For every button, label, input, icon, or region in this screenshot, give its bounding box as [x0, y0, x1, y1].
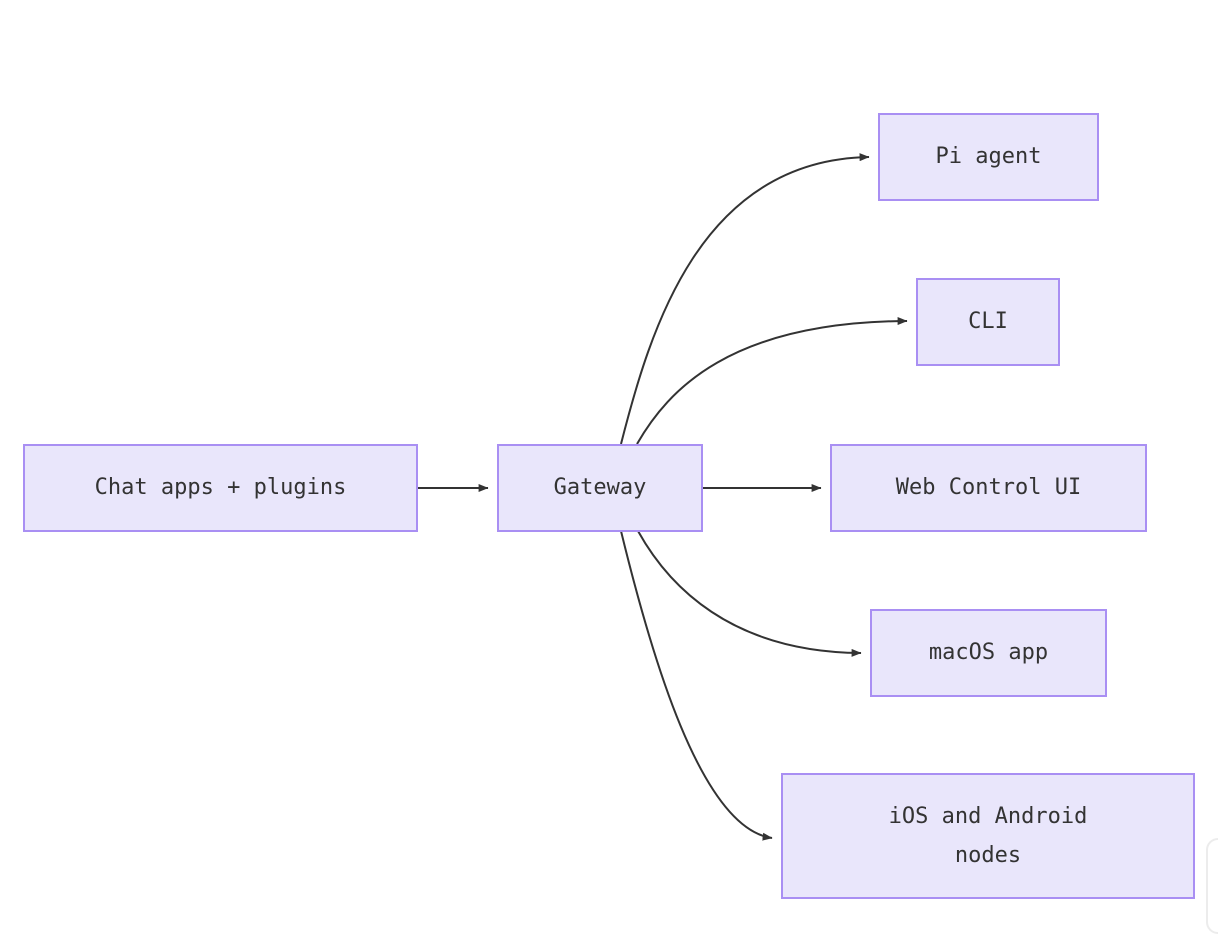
node-mobile-nodes[interactable]: iOS and Android nodes	[781, 773, 1195, 899]
node-macos-app-label: macOS app	[928, 640, 1049, 666]
edge-gateway-to-pi-agent	[620, 153, 870, 445]
node-web-control-ui[interactable]: Web Control UI	[830, 444, 1147, 532]
clipped-floating-panel[interactable]	[1206, 838, 1218, 934]
node-pi-agent[interactable]: Pi agent	[878, 113, 1099, 201]
node-chat-apps[interactable]: Chat apps + plugins	[23, 444, 418, 532]
node-chat-apps-label: Chat apps + plugins	[94, 475, 347, 501]
node-cli[interactable]: CLI	[916, 278, 1060, 366]
node-pi-agent-label: Pi agent	[935, 144, 1042, 170]
node-gateway-label: Gateway	[553, 475, 647, 501]
node-cli-label: CLI	[968, 309, 1008, 335]
node-macos-app[interactable]: macOS app	[870, 609, 1107, 697]
node-gateway[interactable]: Gateway	[497, 444, 703, 532]
edge-gateway-to-cli	[636, 317, 908, 445]
edge-gateway-to-macos-app	[637, 530, 862, 657]
edge-gateway-to-mobile	[620, 530, 773, 841]
node-web-control-ui-label: Web Control UI	[895, 475, 1082, 501]
node-mobile-nodes-label: iOS and Android nodes	[888, 803, 1088, 868]
